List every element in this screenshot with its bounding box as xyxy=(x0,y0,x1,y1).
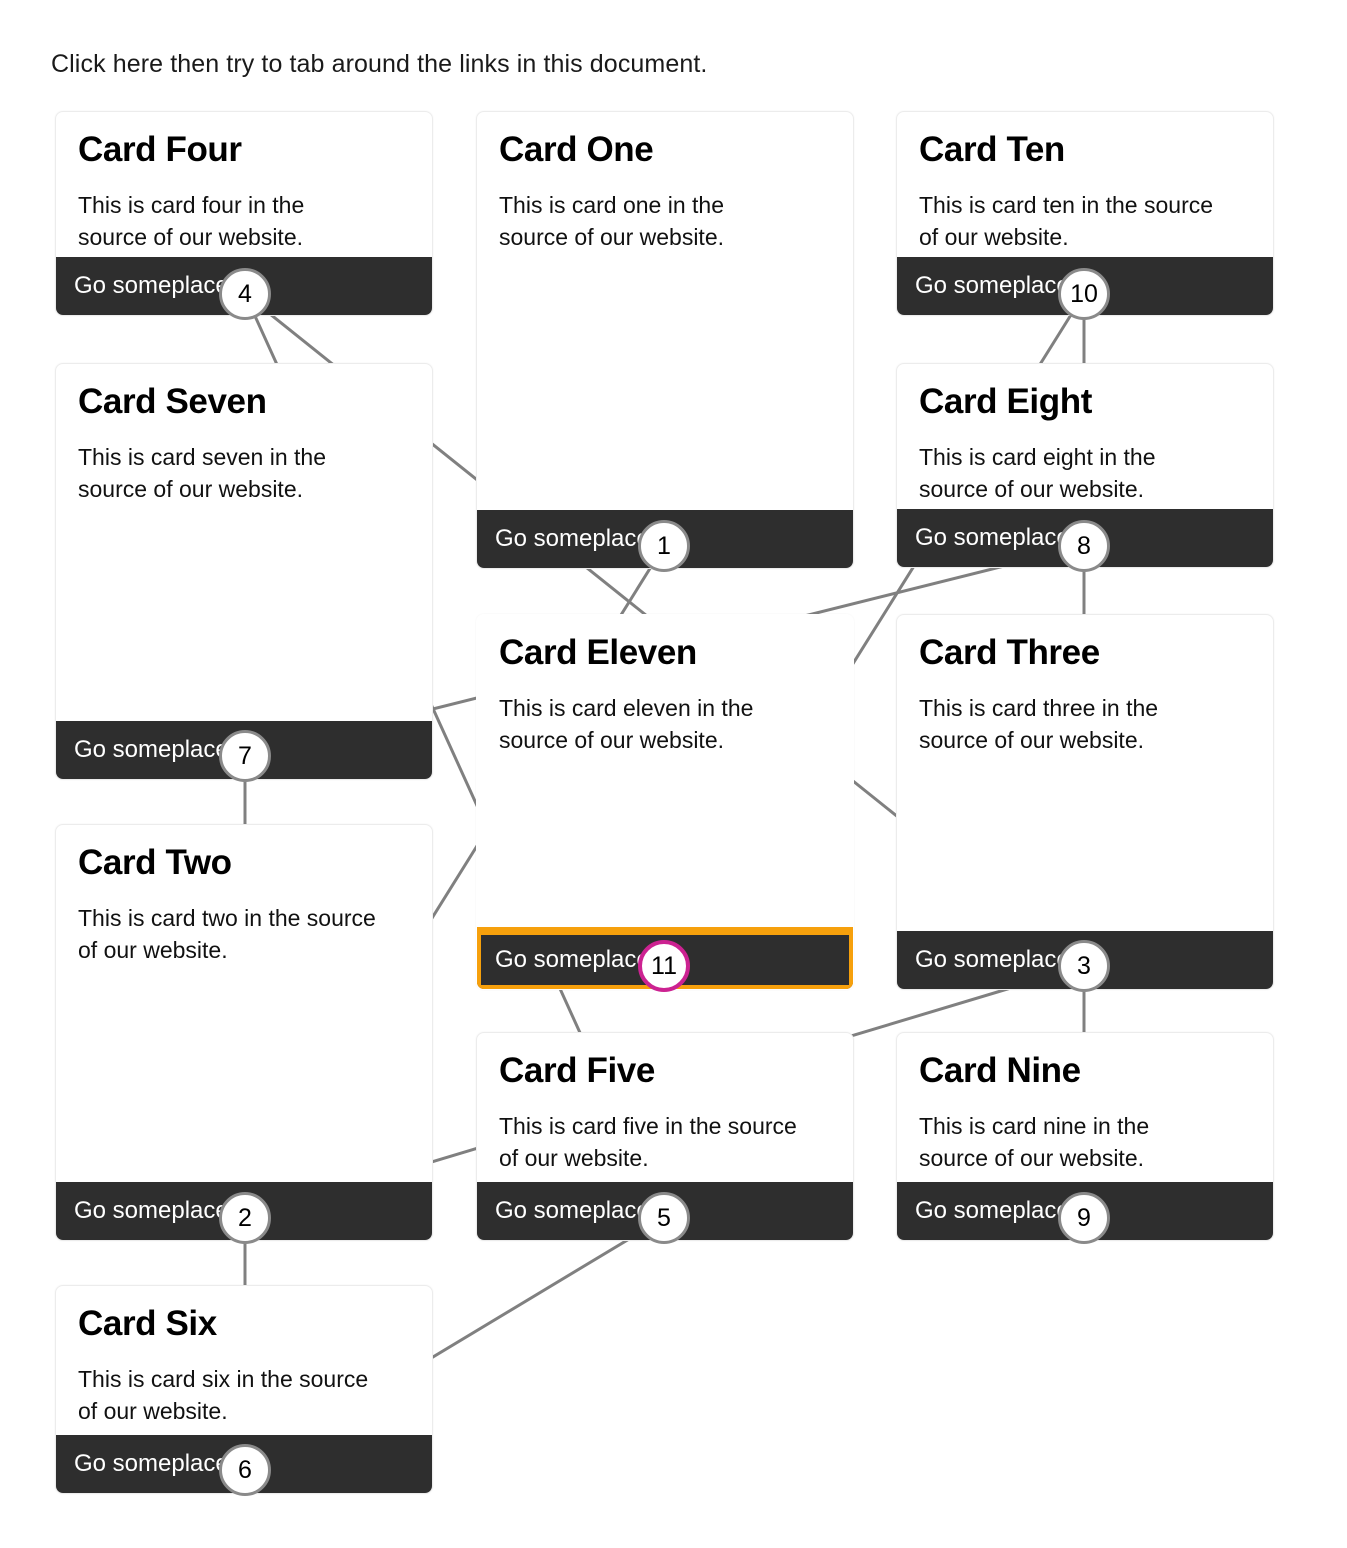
tab-order-marker-7: 7 xyxy=(219,730,271,782)
card-description: This is card eleven in the source of our… xyxy=(499,695,754,754)
tab-order-marker-3: 3 xyxy=(1058,940,1110,992)
tab-order-marker-2: 2 xyxy=(219,1192,271,1244)
card-title: Card One xyxy=(499,130,654,169)
card-description: This is card nine in the source of our w… xyxy=(919,1113,1150,1172)
card-title: Card Six xyxy=(78,1304,217,1343)
tab-order-marker-6: 6 xyxy=(219,1444,271,1496)
card-title: Card Seven xyxy=(78,382,267,421)
page-instruction: Click here then try to tab around the li… xyxy=(51,50,708,78)
tab-order-marker-1: 1 xyxy=(638,520,690,572)
card-title: Card Four xyxy=(78,130,242,169)
card-title: Card Two xyxy=(78,843,232,882)
card-description: This is card four in the source of our w… xyxy=(78,192,305,251)
tab-order-marker-8: 8 xyxy=(1058,520,1110,572)
tab-order-marker-10: 10 xyxy=(1058,268,1110,320)
card-description: This is card two in the source of our we… xyxy=(78,905,376,964)
card-title: Card Eleven xyxy=(499,633,697,672)
card-title: Card Three xyxy=(919,633,1100,672)
card-description: This is card six in the source of our we… xyxy=(78,1366,369,1425)
card-title: Card Eight xyxy=(919,382,1092,421)
card-description: This is card one in the source of our we… xyxy=(499,192,725,251)
card-title: Card Ten xyxy=(919,130,1065,169)
tab-order-marker-5: 5 xyxy=(638,1192,690,1244)
card-description: This is card ten in the source of our we… xyxy=(919,192,1214,251)
card-title: Card Five xyxy=(499,1051,655,1090)
tab-order-marker-11: 11 xyxy=(638,940,690,992)
card-description: This is card three in the source of our … xyxy=(919,695,1159,754)
card-description: This is card seven in the source of our … xyxy=(78,444,327,503)
card-title: Card Nine xyxy=(919,1051,1081,1090)
tab-order-marker-9: 9 xyxy=(1058,1192,1110,1244)
card-description: This is card five in the source of our w… xyxy=(499,1113,797,1172)
tab-order-marker-4: 4 xyxy=(219,268,271,320)
card-description: This is card eight in the source of our … xyxy=(919,444,1156,503)
